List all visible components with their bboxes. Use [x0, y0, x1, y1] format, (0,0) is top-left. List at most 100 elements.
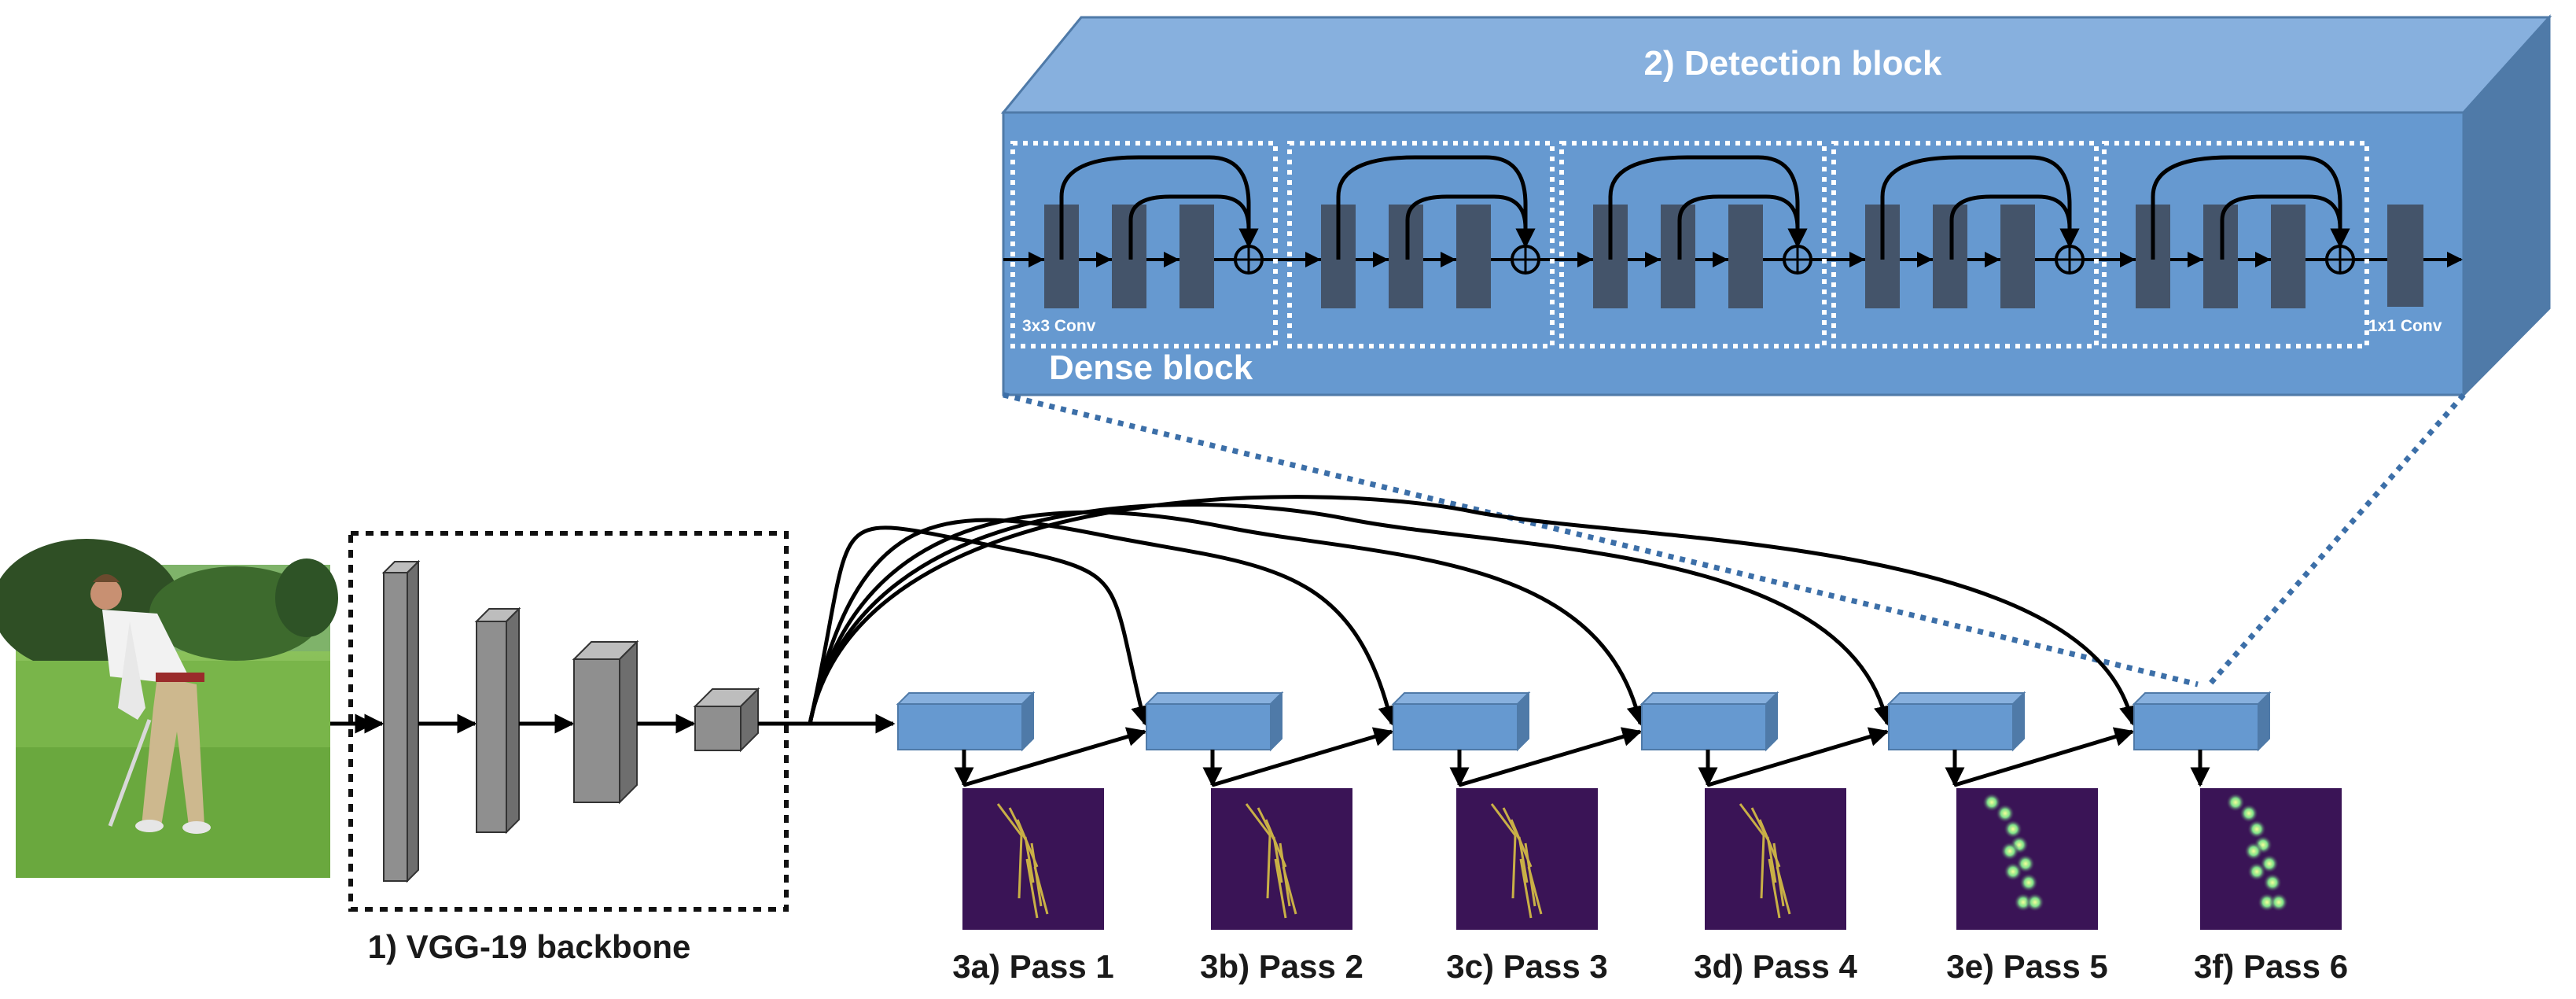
keypoint-blob — [2019, 873, 2038, 892]
limb-stroke — [1282, 866, 1297, 915]
keypoint-blob — [2004, 862, 2022, 881]
limb-stroke — [1274, 858, 1287, 919]
conv-layer — [1179, 205, 1214, 308]
pass-label: 3e) Pass 5 — [1946, 948, 2108, 985]
pass-chain-arrow — [1954, 727, 2135, 787]
pass-stage: 3c) Pass 3 — [1391, 691, 1643, 985]
dense-block — [1559, 141, 1827, 348]
pass-label: 3f) Pass 6 — [2194, 948, 2348, 985]
limb-stroke — [1768, 858, 1781, 919]
keypoint-blob — [2226, 793, 2245, 812]
keypoint-blob — [2247, 820, 2266, 839]
detection-block-icon-top — [896, 692, 1036, 705]
conv-layer — [1728, 205, 1763, 308]
limb-stroke — [1527, 866, 1543, 915]
detection-block-icon — [1641, 703, 1767, 750]
skip-connection-long — [1880, 155, 2080, 260]
keypoint-blob — [2004, 820, 2022, 839]
detection-block-icon — [2133, 703, 2259, 750]
detection-block-title: 2) Detection block — [1644, 44, 1942, 83]
limb-stroke — [1511, 835, 1517, 899]
vgg-backbone: 1) VGG-19 backbone — [330, 531, 896, 965]
pass-stage: 3e) Pass 5 — [1886, 691, 2135, 985]
pass-label: 3c) Pass 3 — [1446, 948, 1608, 985]
conv-1x1-label: 1x1 Conv — [2368, 317, 2442, 335]
limb-stroke — [996, 803, 1023, 836]
pass-stage: 3b) Pass 2 — [1144, 691, 1394, 985]
limb-stroke — [1739, 803, 1765, 836]
limb-stroke — [1758, 819, 1781, 868]
vgg-layer — [381, 559, 421, 883]
conv-layer — [2000, 205, 2035, 308]
detection-block-icon-top — [1639, 692, 1779, 705]
skip-connection-long — [1059, 155, 1259, 260]
input-image — [0, 539, 338, 878]
limb-stroke — [1760, 835, 1765, 899]
skip-connection-short — [1677, 194, 1808, 260]
dense-block-frame — [1287, 141, 1555, 348]
detection-block-icon — [897, 703, 1023, 750]
keypoint-blob — [2239, 804, 2258, 823]
limb-stroke — [1245, 803, 1271, 836]
detection-block-icon-side — [2012, 691, 2025, 752]
vgg-layer-side — [619, 640, 638, 805]
skip-connection-long — [2151, 155, 2350, 260]
feature-skip-curve — [808, 502, 1893, 726]
pass-label: 3b) Pass 2 — [1200, 948, 1363, 985]
detection-block-icon — [1888, 703, 2014, 750]
vgg-layer-side — [407, 559, 419, 883]
dense-block-frame — [1831, 141, 2099, 348]
limb-stroke — [1264, 819, 1287, 868]
detection-block: 2) Detection block 3x3 Conv 1x1 Conv Den… — [1000, 14, 2552, 398]
pass-label: 3d) Pass 4 — [1694, 948, 1857, 985]
detection-block-icon-side — [2258, 691, 2270, 752]
limb-stroke — [1490, 803, 1517, 836]
pass-chain-arrow — [963, 727, 1147, 787]
skip-connection-short — [2220, 194, 2350, 260]
vgg-layer — [474, 606, 521, 835]
dense-block-frame — [1010, 141, 1278, 348]
backbone-label: 1) VGG-19 backbone — [368, 928, 691, 965]
keypoint-blob — [2244, 842, 2263, 861]
limb-stroke — [1776, 866, 1791, 915]
detection-block-icon — [1393, 703, 1518, 750]
limb-stroke — [1025, 858, 1039, 919]
skip-connection-short — [1405, 194, 1536, 260]
vgg-layer-front — [573, 658, 620, 803]
dense-block-label: Dense block — [1049, 348, 1253, 387]
detection-block-icon-side — [1517, 691, 1529, 752]
conv-layer — [1456, 205, 1491, 308]
skip-connection-long — [1336, 155, 1536, 260]
pass-stage: 3d) Pass 4 — [1639, 691, 1890, 985]
detection-block-icon-side — [1765, 691, 1778, 752]
limb-stroke — [1266, 835, 1271, 899]
keypoint-blob — [2269, 893, 2288, 912]
vgg-layer — [693, 687, 760, 753]
keypoint-blob — [2026, 893, 2044, 912]
keypoint-blob — [1982, 793, 2001, 812]
detection-block-icon — [1146, 703, 1271, 750]
pass-chain-arrow — [1707, 727, 1890, 787]
feature-skip-curve — [808, 518, 1397, 726]
detection-block-icon-top — [1886, 692, 2026, 705]
limb-stroke — [1033, 866, 1049, 915]
detection-block-icon-side — [1270, 691, 1282, 752]
detection-block-icon-top — [2132, 692, 2272, 705]
pass-stage: 3f) Pass 6 — [2132, 691, 2348, 985]
dense-block — [1831, 141, 2099, 348]
limb-stroke — [1016, 819, 1039, 868]
dense-block — [1287, 141, 1555, 348]
vgg-layer-front — [383, 572, 408, 882]
feature-skip-curve — [808, 525, 1150, 726]
vgg-layer-side — [506, 606, 520, 835]
pass-stage: 3a) Pass 1 — [896, 691, 1147, 985]
backbone-dashed-frame — [348, 531, 789, 912]
detection-block-icon-side — [1021, 691, 1034, 752]
skip-connection-short — [1128, 194, 1259, 260]
keypoint-blob — [2000, 842, 2019, 861]
feature-skip-curve — [808, 510, 1647, 726]
keypoint-blob — [2247, 862, 2266, 881]
dense-block-frame — [2102, 141, 2369, 348]
vgg-layer-front — [476, 621, 507, 833]
zoom-line-left — [1003, 392, 2199, 688]
